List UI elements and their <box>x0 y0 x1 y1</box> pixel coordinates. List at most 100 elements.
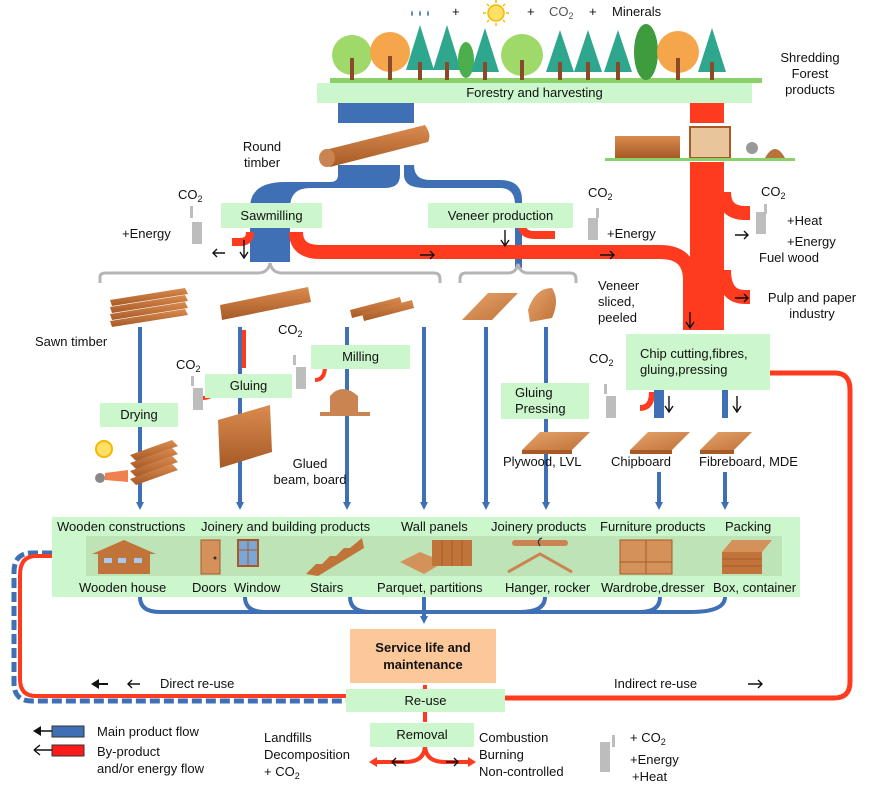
tree-icon <box>406 25 434 80</box>
co2-label: CO2 <box>278 322 303 342</box>
product-hanger-rocker: Hanger, rocker <box>505 580 591 595</box>
fibreboard-label: Fibreboard, MDE <box>699 454 798 469</box>
veneer-sliced-line: sliced, <box>598 294 635 309</box>
co2-input-label: CO2 <box>549 4 574 24</box>
forest-trees-illustration <box>330 24 762 83</box>
chipboard-label: Chipboard <box>611 454 671 469</box>
gluing-pressing-text: Gluing Pressing <box>515 385 566 417</box>
product-window: Window <box>234 580 281 595</box>
plywood-icon <box>522 432 590 454</box>
products-icon-strip <box>86 536 782 576</box>
tree-icon <box>574 30 602 80</box>
service-life-line: Service life and <box>375 640 471 655</box>
stage-sawmilling: Sawmilling <box>221 203 322 228</box>
co2-text: + CO <box>264 764 295 779</box>
glued-beam-line: beam, board <box>273 472 347 487</box>
removal-box: Removal <box>370 723 474 747</box>
fuel-wood-label: Fuel wood <box>759 250 819 265</box>
category-wall-panels: Wall panels <box>401 519 468 534</box>
plus-sign: + <box>527 4 535 19</box>
product-doors: Doors <box>192 580 227 595</box>
sun-icon <box>483 0 509 26</box>
drying-sun-icon <box>95 440 113 458</box>
combustion-line: Burning <box>479 747 524 762</box>
main-product-flow <box>250 102 522 268</box>
pulp-paper-line: industry <box>789 306 835 321</box>
chipboard-icon <box>630 432 690 454</box>
legend-byproduct-label: By-product and/or energy flow <box>97 743 204 777</box>
co2-text: CO <box>589 351 609 366</box>
landfills-co2-line: + CO2 <box>264 763 350 785</box>
direct-reuse-loop <box>11 550 350 704</box>
co2-label: CO2 <box>588 185 613 205</box>
tree-icon <box>604 30 632 80</box>
tree-icon <box>634 24 658 80</box>
round-timber-line: Round <box>242 139 282 154</box>
byproduct-flow <box>202 102 853 764</box>
chip-cutting-line: gluing,pressing <box>640 362 728 377</box>
pulp-paper-label: Pulp and paper industry <box>752 290 870 322</box>
indirect-reuse-label: Indirect re-use <box>614 676 698 691</box>
co2-subscript: 2 <box>294 771 300 781</box>
veneer-sheet-icon <box>462 293 518 320</box>
drying-stack-icon <box>130 440 178 485</box>
product-wooden-house: Wooden house <box>79 580 167 595</box>
legend-byproduct-line: and/or energy flow <box>97 761 204 776</box>
round-timber-line: timber <box>243 155 281 170</box>
co2-subscript: 2 <box>608 358 614 368</box>
tree-icon <box>433 25 461 80</box>
legend-swatches <box>33 725 85 757</box>
co2-subscript: 2 <box>660 737 666 747</box>
tree-icon <box>501 34 543 80</box>
co2-text: CO <box>761 184 781 199</box>
plus-sign: + <box>589 4 597 19</box>
shredding-line: Shredding <box>780 50 840 65</box>
tree-icon <box>370 32 410 80</box>
stage-drying: Drying <box>100 403 178 427</box>
direct-reuse-filled-arrow <box>91 679 108 689</box>
landfills-line: Landfills <box>264 730 312 745</box>
stage-chip-cutting: Chip cutting,fibres, gluing,pressing <box>626 334 770 390</box>
co2-text: CO <box>178 187 198 202</box>
arrowheads <box>369 757 476 767</box>
service-life-text: Service life and maintenance <box>375 639 470 673</box>
tree-icon <box>546 30 574 80</box>
peeled-veneer-icon <box>528 288 556 322</box>
service-gather-lines <box>138 596 727 624</box>
pulp-paper-line: Pulp and paper <box>767 290 857 305</box>
landfills-label: Landfills Decomposition + CO2 <box>264 729 350 785</box>
combustion-line: Combustion <box>479 730 549 745</box>
shredding-line: Forest <box>791 66 829 81</box>
round-timber-log-icon <box>319 125 430 167</box>
stage-veneer-production: Veneer production <box>428 203 573 228</box>
round-timber-label: Round timber <box>232 139 292 171</box>
veneer-sliced-label: Veneer sliced, peeled <box>598 278 639 326</box>
co2-label: CO2 <box>176 357 201 377</box>
glued-beam-label: Glued beam, board <box>265 456 355 488</box>
co2-label: CO2 <box>178 187 203 207</box>
planks-icon <box>350 297 414 321</box>
landfills-line: Decomposition <box>264 747 350 762</box>
product-box-container: Box, container <box>713 580 797 595</box>
glued-beam-line: Glued <box>292 456 328 471</box>
sawn-timber-icon <box>110 288 188 327</box>
combustion-outputs-label: + CO2 +Energy +Heat <box>630 729 679 785</box>
tree-icon <box>471 28 499 80</box>
category-joinery-building: Joinery and building products <box>201 519 371 534</box>
co2-text: + CO <box>630 730 661 745</box>
plus-sign: + <box>452 4 460 19</box>
tree-icon <box>332 35 372 80</box>
stage-milling: Milling <box>311 345 410 369</box>
co2-subscript: 2 <box>607 192 613 202</box>
service-life-line: maintenance <box>383 657 463 672</box>
co2-label: CO2 <box>761 184 786 204</box>
plywood-label: Plywood, LVL <box>503 454 582 469</box>
stage-gluing: Gluing <box>205 374 292 398</box>
category-furniture-products: Furniture products <box>600 519 706 534</box>
tree-icon <box>657 31 699 80</box>
veneer-sliced-line: peeled <box>598 310 638 325</box>
category-packing: Packing <box>725 519 772 534</box>
chip-cutting-text: Chip cutting,fibres, gluing,pressing <box>640 346 748 378</box>
flow-direction-arrows <box>127 230 763 767</box>
co2-subscript: 2 <box>568 11 574 21</box>
